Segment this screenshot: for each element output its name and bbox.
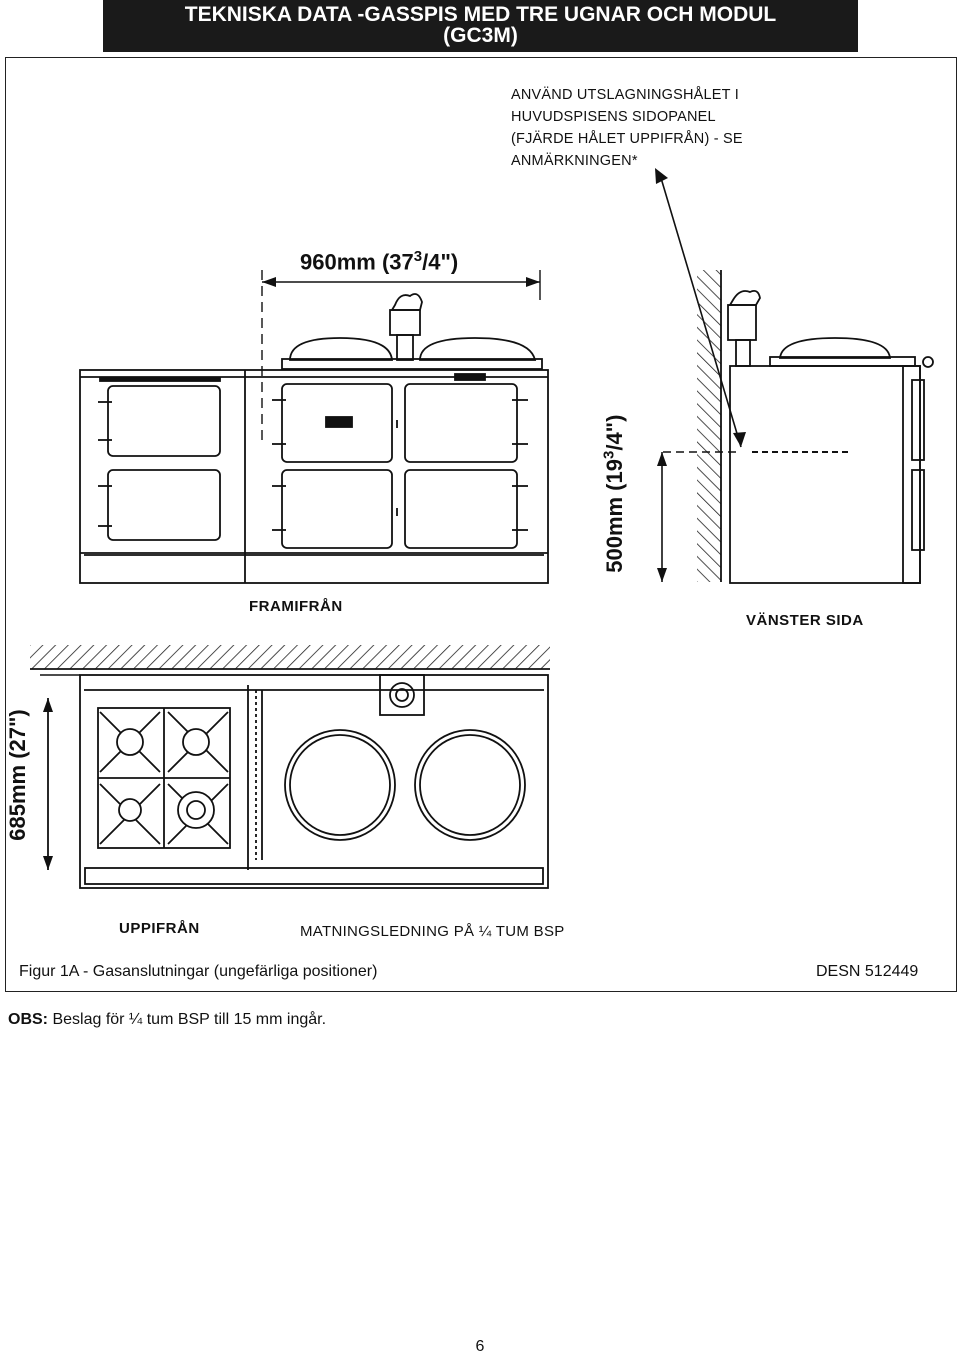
width-dimension-label: 960mm (373/4") <box>300 248 458 275</box>
note-line: ANMÄRKNINGEN* <box>511 153 638 169</box>
design-reference: DESN 512449 <box>816 963 919 980</box>
side-view <box>657 270 934 584</box>
height-fraction-denominator: /4") <box>601 414 627 451</box>
page-header: TEKNISKA DATA -GASSPIS MED TRE UGNAR OCH… <box>103 0 858 52</box>
width-dimension <box>261 270 541 440</box>
note-callout: ANVÄND UTSLAGNINGSHÅLET I HUVUDSPISENS S… <box>511 84 743 172</box>
note-line: HUVUDSPISENS SIDOPANEL <box>511 109 716 125</box>
height-value: 500mm (19 <box>601 459 627 573</box>
figure-frame <box>5 57 957 992</box>
top-view <box>30 645 550 889</box>
side-view-label: VÄNSTER SIDA <box>746 612 864 629</box>
note-line: (FJÄRDE HÅLET UPPIFRÅN) - SE <box>511 131 743 147</box>
header-title-line1: TEKNISKA DATA -GASSPIS MED TRE UGNAR OCH… <box>184 3 777 26</box>
top-view-label: UPPIFRÅN <box>119 920 200 937</box>
page-number: 6 <box>475 1338 485 1355</box>
width-fraction-numerator: 3 <box>413 248 423 265</box>
footnote-prefix: OBS: <box>8 1011 48 1028</box>
figure-caption: Figur 1A - Gasanslutningar (ungefärliga … <box>19 963 378 980</box>
depth-dimension-label: 685mm (27") <box>4 709 30 841</box>
supply-label: MATNINGSLEDNING PÅ ¼ TUM BSP <box>300 923 565 940</box>
footnote-text: Beslag för ¼ tum BSP till 15 mm ingår. <box>48 1011 327 1028</box>
header-title-line2: (GC3M) <box>443 24 518 47</box>
footnote: OBS: Beslag för ¼ tum BSP till 15 mm ing… <box>8 1011 326 1029</box>
front-view-label: FRAMIFRÅN <box>249 598 343 615</box>
note-line: ANVÄND UTSLAGNINGSHÅLET I <box>511 87 739 103</box>
front-view <box>79 293 549 584</box>
height-dimension-label: 500mm (193/4") <box>600 415 627 573</box>
height-fraction-numerator: 3 <box>600 450 618 460</box>
width-fraction-denominator: /4") <box>422 249 459 275</box>
width-value: 960mm (37 <box>300 249 414 275</box>
